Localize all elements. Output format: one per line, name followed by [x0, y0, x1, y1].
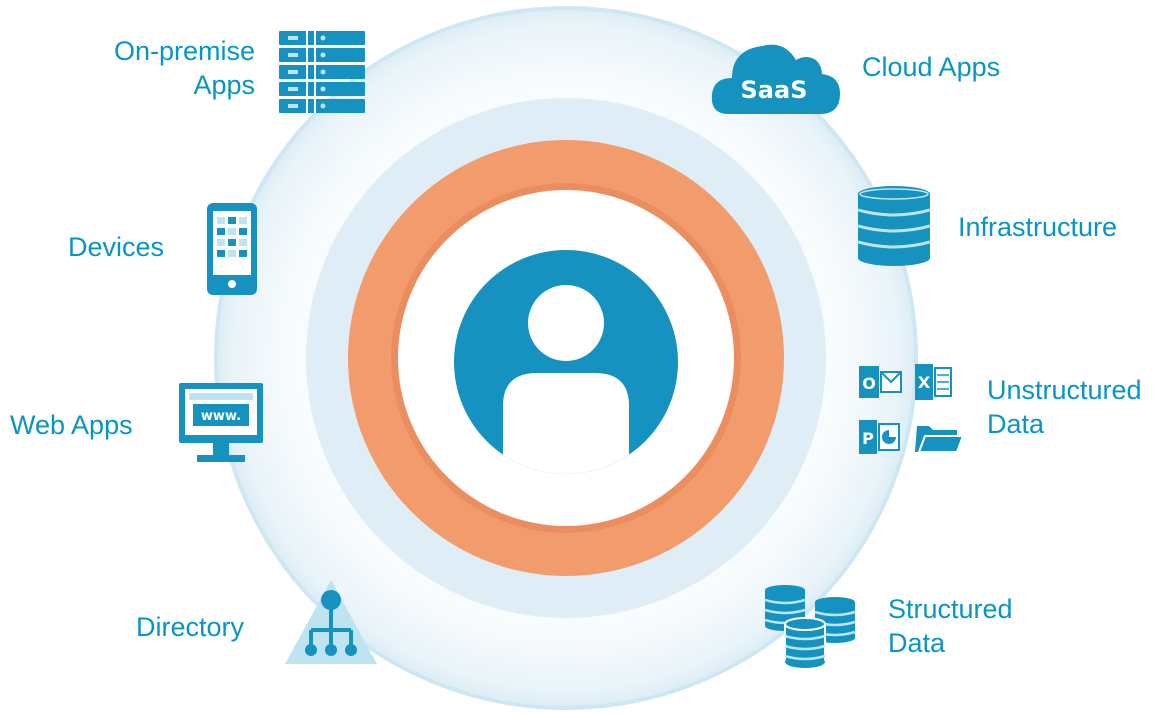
unstructured-label: Unstructured Data — [987, 373, 1142, 441]
structured-label-line2: Data — [888, 628, 946, 658]
unstructured-label-line2: Data — [987, 409, 1045, 439]
monitor-icon: www. — [179, 383, 263, 462]
www-text: www. — [201, 409, 241, 424]
unstructured-label-line1: Unstructured — [987, 375, 1142, 405]
structured-label: Structured Data — [888, 592, 1013, 660]
svg-text:O: O — [862, 374, 876, 393]
onprem-label: On-premise Apps — [90, 34, 255, 102]
mobile-device-icon — [207, 203, 257, 295]
structured-label-line1: Structured — [888, 594, 1013, 624]
infrastructure-label: Infrastructure — [958, 212, 1118, 242]
webapps-label: Web Apps — [10, 410, 133, 440]
powerpoint-tile — [859, 420, 877, 454]
onprem-label-line2: Apps — [193, 70, 255, 100]
directory-tree-icon — [285, 580, 377, 664]
cloud-icon: SaaS — [711, 44, 840, 114]
excel-tile — [915, 364, 933, 400]
office-files-icon: O X P — [859, 364, 963, 454]
server-icon — [279, 31, 365, 113]
databases-icon — [765, 585, 856, 668]
cloud-apps-label: Cloud Apps — [862, 52, 1001, 82]
user-icon — [454, 250, 678, 474]
database-icon — [858, 186, 930, 266]
devices-label: Devices — [68, 232, 165, 262]
saas-badge: SaaS — [741, 76, 808, 104]
outlook-tile — [859, 366, 879, 398]
onprem-label-line1: On-premise — [113, 36, 255, 66]
directory-label: Directory — [136, 612, 245, 642]
db-stack-front — [784, 617, 826, 668]
svg-text:P: P — [862, 429, 874, 448]
svg-text:X: X — [918, 373, 931, 392]
db-stack-right — [814, 597, 856, 643]
